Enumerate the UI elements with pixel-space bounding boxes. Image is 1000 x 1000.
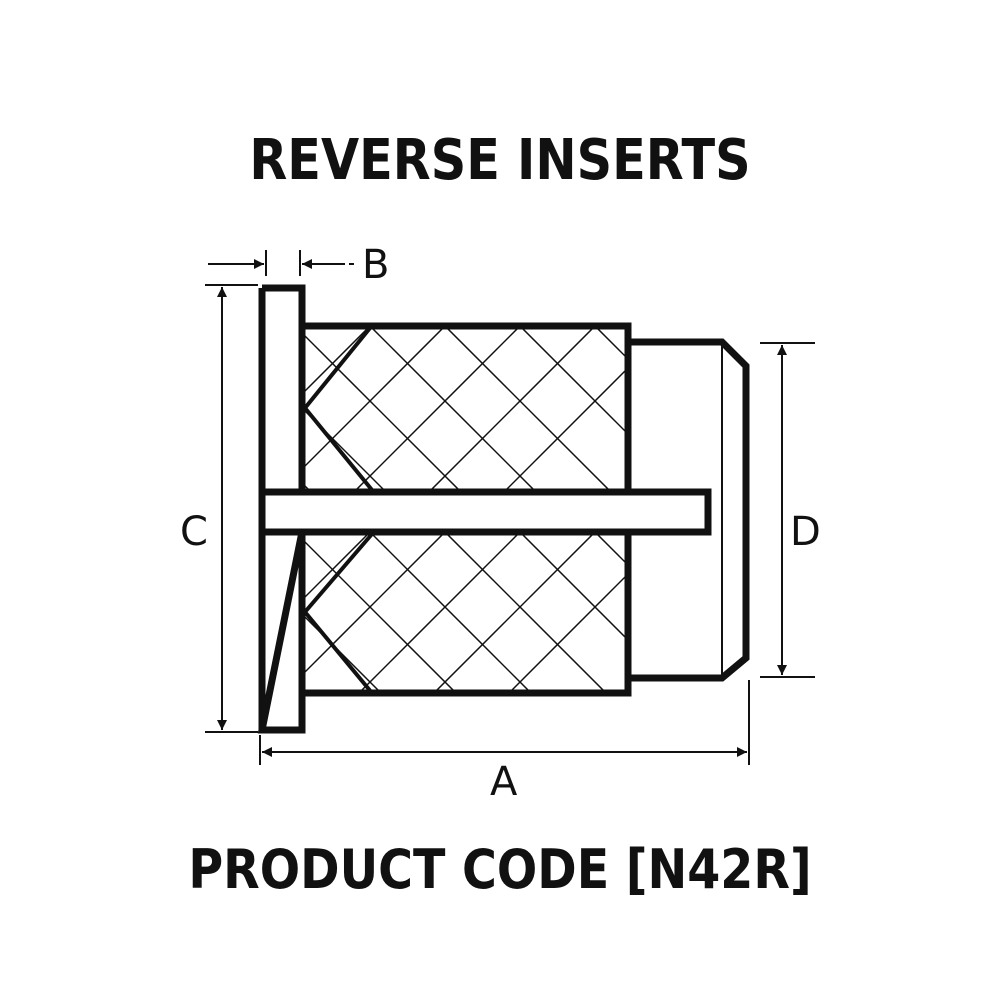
knurl-line (305, 540, 458, 693)
knurl-line (0, 326, 161, 492)
knurl-line (305, 534, 370, 599)
dim-b-label: B (362, 242, 389, 288)
knurl-line (520, 534, 628, 642)
knurl-chevron-bottom (302, 532, 374, 695)
knurl-line (54, 326, 220, 492)
knurl-pattern-top (0, 326, 836, 492)
knurl-line (0, 326, 70, 492)
knurl-line (70, 326, 236, 492)
knurl-line (0, 532, 145, 694)
knurl-line (520, 328, 628, 436)
knurl-line (429, 328, 595, 490)
knurl-line (595, 328, 628, 361)
rod-outline (262, 488, 712, 536)
knurl-line (445, 328, 611, 490)
dim-c-label: C (180, 509, 208, 555)
product-code: PRODUCT CODE [N42R] (188, 838, 812, 901)
knurl-line (595, 534, 628, 567)
knurl-line (670, 326, 836, 492)
diagram-title: REVERSE INSERTS (249, 128, 751, 193)
knurl-line (305, 534, 445, 674)
dim-d-label: D (790, 509, 821, 555)
knurl-line (305, 334, 461, 490)
knurl-line (0, 326, 145, 492)
knurl-line (58, 532, 220, 694)
knurl-line (305, 328, 370, 393)
knurl-line (445, 534, 608, 693)
flange-outline (257, 284, 306, 734)
knurl-line (432, 534, 595, 693)
knurl-line (670, 532, 832, 694)
knurl-line (129, 326, 295, 492)
knurl-line (357, 534, 520, 693)
knurl-line (305, 328, 445, 468)
knurl-line (305, 484, 311, 490)
knurl-line (305, 615, 383, 693)
knurl-line (0, 532, 157, 694)
knurl-line (370, 534, 533, 693)
knurl-line (305, 409, 386, 490)
knurl-line (507, 572, 628, 693)
knurl-line (504, 366, 628, 490)
body-top-outline (302, 322, 750, 697)
knurl-line (370, 328, 536, 490)
knurl-line (0, 326, 86, 492)
knurl-line (0, 532, 82, 694)
dim-a-label: A (490, 759, 518, 805)
knurl-line (70, 532, 232, 694)
knurl-line (0, 532, 70, 694)
knurl-line (354, 328, 520, 490)
knurl-pattern-bottom (0, 532, 832, 694)
